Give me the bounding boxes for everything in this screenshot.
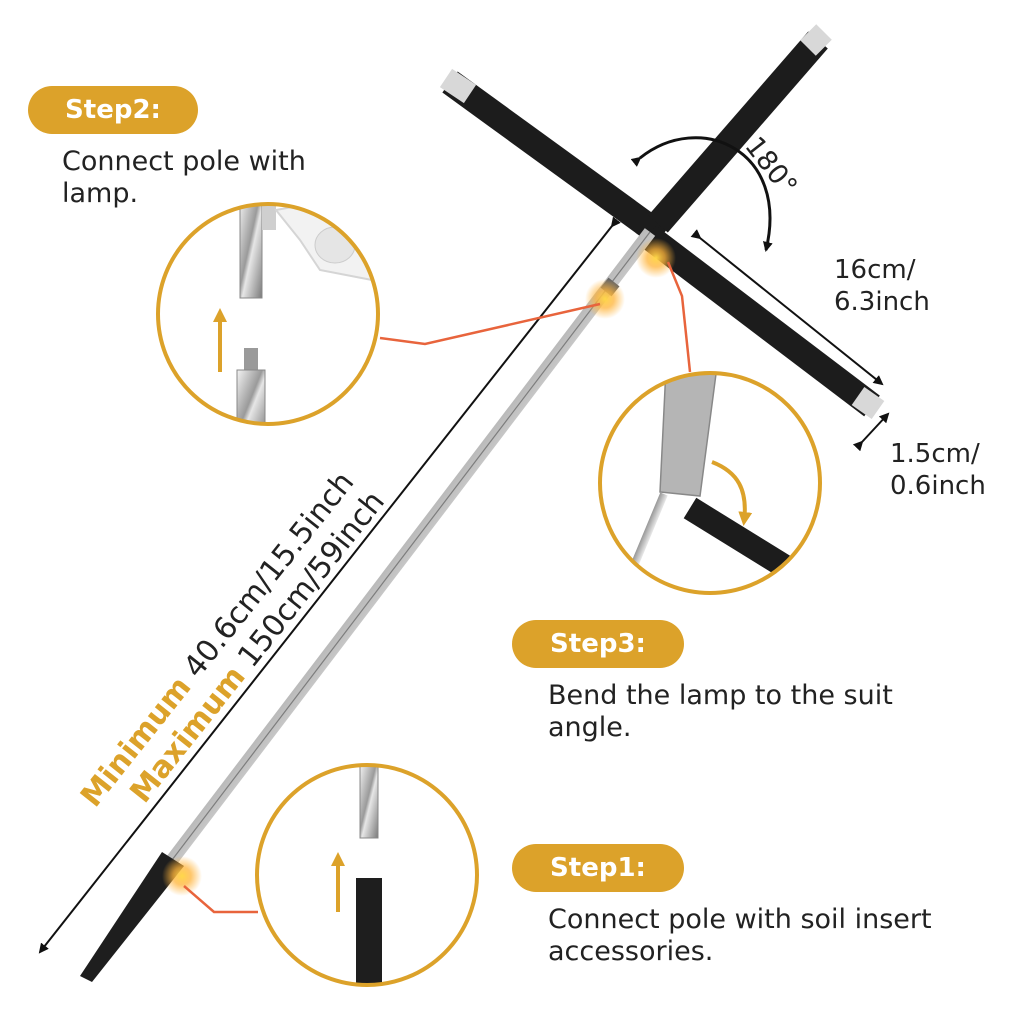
joint-glow-top: [636, 238, 676, 278]
leader-line-step3: [666, 261, 692, 373]
detail-circle-step3: [598, 371, 822, 595]
lamp-width-label: 1.5cm/ 0.6inch: [890, 438, 986, 502]
joint-glow-bottom: [162, 856, 202, 896]
step2-badge: Step2:: [28, 86, 198, 134]
detail-circle-step2: [156, 202, 380, 426]
step2-text: Connect pole with lamp.: [62, 146, 306, 210]
step3-badge: Step3:: [512, 620, 684, 668]
step2-text-line-1: Connect pole with: [62, 146, 306, 177]
lamp-bar-left: [439, 68, 670, 247]
step3-text: Bend the lamp to the suit angle.: [548, 680, 893, 744]
lamp-length-dimension-line: [690, 229, 884, 386]
step2-text-line-2: lamp.: [62, 178, 139, 209]
step1-text-line-2: accessories.: [548, 936, 714, 967]
joint-glow-middle: [585, 279, 625, 319]
rotation-arc-arrow: [630, 136, 773, 252]
lamp-length-inch: 6.3inch: [834, 287, 930, 317]
lamp-width-inch: 0.6inch: [890, 471, 986, 501]
step3-text-line-1: Bend the lamp to the suit: [548, 680, 893, 711]
lamp-bar-upper-right: [648, 24, 832, 233]
detail-circle-step1: [255, 763, 479, 987]
rotation-angle-label: 180°: [738, 131, 802, 201]
lamp-length-cm: 16cm/: [834, 255, 916, 285]
leader-line-step1: [183, 885, 258, 914]
step1-text-line-1: Connect pole with soil insert: [548, 904, 932, 935]
step3-text-line-2: angle.: [548, 712, 632, 743]
lamp-width-dimension-line: [852, 412, 890, 452]
step1-badge: Step1:: [512, 844, 684, 892]
lamp-length-label: 16cm/ 6.3inch: [834, 254, 930, 318]
lamp-width-cm: 1.5cm/: [890, 439, 980, 469]
step1-text: Connect pole with soil insert accessorie…: [548, 904, 932, 968]
leader-line-step2: [379, 302, 601, 346]
pole-length-dimension-line: [38, 216, 621, 954]
